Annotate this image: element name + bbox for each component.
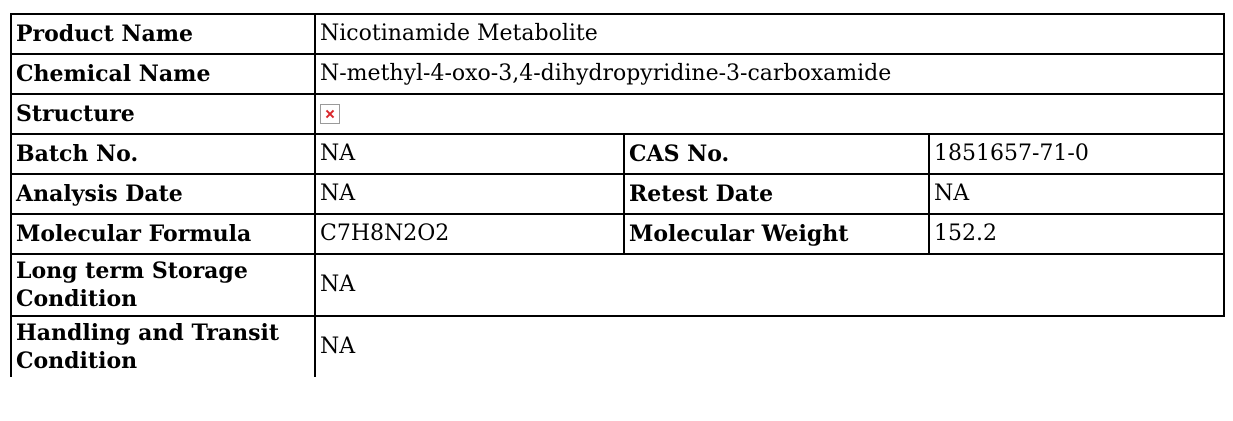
storage-condition-value: NA [313,253,1226,317]
product-name-label: Product Name [10,13,316,55]
row-storage: Long term Storage Condition NA [10,253,1226,317]
molecular-formula-value: C7H8N2O2 [314,213,625,255]
row-dates: Analysis Date NA Retest Date NA [10,173,1226,215]
structure-label: Structure [10,93,316,135]
row-handling: Handling and Transit Condition NA [10,315,1225,377]
row-formula-weight: Molecular Formula C7H8N2O2 Molecular Wei… [10,213,1226,255]
chemical-name-value: N-methyl-4-oxo-3,4-dihydropyridine-3-car… [313,53,1226,95]
row-batch-cas: Batch No. NA CAS No. 1851657-71-0 [10,133,1226,175]
analysis-date-value: NA [314,173,625,215]
cas-no-label: CAS No. [623,133,930,175]
product-spec-table: Product Name Nicotinamide Metabolite Che… [10,13,1226,377]
molecular-weight-label: Molecular Weight [623,213,930,255]
structure-value [313,93,1226,135]
row-product-name: Product Name Nicotinamide Metabolite [10,13,1226,55]
row-structure: Structure [10,93,1226,135]
batch-no-label: Batch No. [10,133,316,175]
handling-condition-label: Handling and Transit Condition [10,315,316,377]
broken-image-icon [320,104,340,124]
product-spec-sheet: Product Name Nicotinamide Metabolite Che… [10,13,1226,377]
analysis-date-label: Analysis Date [10,173,316,215]
row-chemical-name: Chemical Name N-methyl-4-oxo-3,4-dihydro… [10,53,1226,95]
cas-no-value: 1851657-71-0 [927,133,1226,175]
molecular-formula-label: Molecular Formula [10,213,316,255]
batch-no-value: NA [314,133,625,175]
storage-condition-label: Long term Storage Condition [10,253,316,317]
handling-condition-value: NA [313,315,1225,377]
chemical-name-label: Chemical Name [10,53,316,95]
product-name-value: Nicotinamide Metabolite [313,13,1226,55]
retest-date-label: Retest Date [623,173,930,215]
molecular-weight-value: 152.2 [927,213,1226,255]
retest-date-value: NA [927,173,1226,215]
